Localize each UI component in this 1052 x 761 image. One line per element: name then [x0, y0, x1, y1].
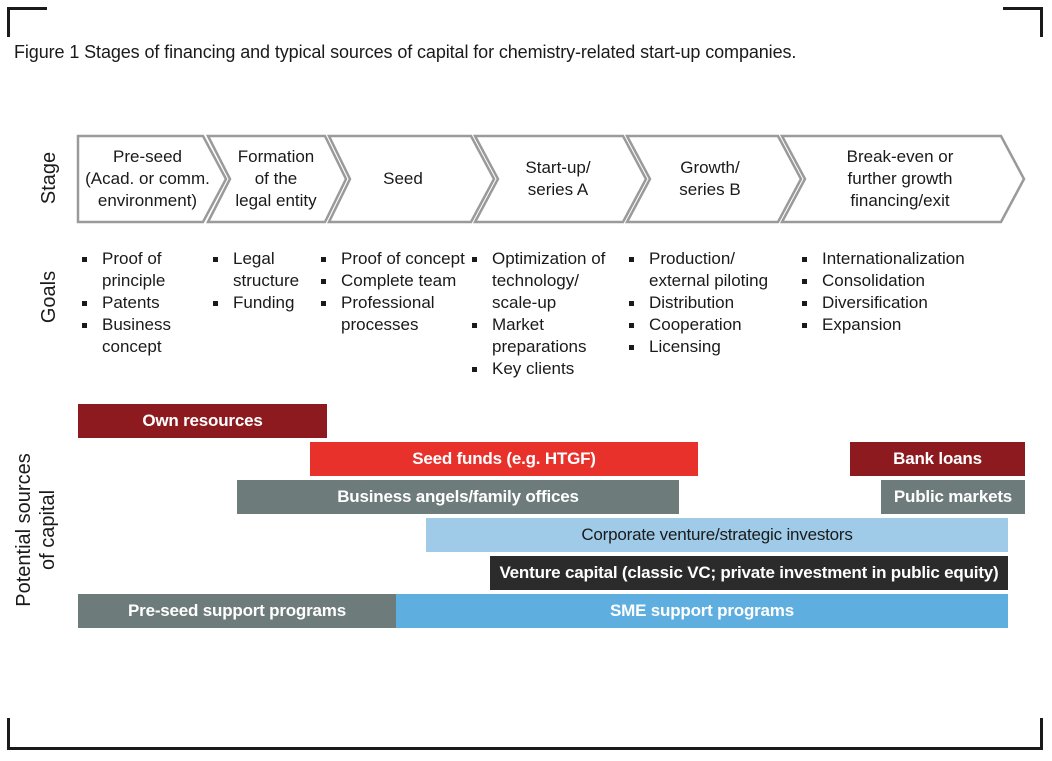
source-bar-seed-funds: Seed funds (e.g. HTGF) — [310, 442, 698, 476]
stage-formation-line3: legal entity — [235, 191, 317, 210]
goals-exit: Internationalization Consolidation Diver… — [798, 248, 998, 336]
chevron-seed — [326, 134, 496, 224]
goal-item: Key clients — [468, 358, 628, 380]
chevron-series-a — [472, 134, 648, 224]
source-bar-sme-support: SME support programs — [396, 594, 1008, 628]
frame-bottom-right — [1040, 718, 1043, 750]
goal-item: Legal structure — [209, 248, 317, 292]
goal-item: Consolidation — [798, 270, 998, 292]
source-bar-public-markets: Public markets — [881, 480, 1025, 514]
stage-formation-line2: of the — [254, 169, 298, 188]
stage-pre-seed-line3: environment) — [97, 191, 198, 210]
frame-top-right-h — [1003, 7, 1043, 10]
goal-item: Diversification — [798, 292, 998, 314]
stage-formation-line1: Formation — [237, 147, 315, 166]
frame-bottom-left — [7, 718, 10, 750]
stage-label-seed: Seed — [350, 140, 456, 218]
goal-item: Production/ external piloting — [625, 248, 795, 292]
goals-pre-seed: Proof of principle Patents Business conc… — [78, 248, 206, 358]
stage-series-b-line1: Growth/ — [680, 158, 740, 177]
frame-top-left — [7, 7, 10, 37]
frame-bottom-h — [7, 747, 1043, 750]
frame-top-left-h — [7, 7, 47, 10]
stage-series-a-line2: series A — [527, 180, 589, 199]
stage-label-formation: Formation of the legal entity — [222, 140, 330, 218]
stage-seed-line1: Seed — [383, 169, 423, 188]
goal-item: Market preparations — [468, 314, 628, 358]
stage-label-series-a: Start-up/ series A — [498, 140, 618, 218]
source-bar-pre-seed-support: Pre-seed support programs — [78, 594, 396, 628]
frame-top-right — [1040, 7, 1043, 37]
goal-item: Proof of principle — [78, 248, 206, 292]
stage-label-series-b: Growth/ series B — [650, 140, 770, 218]
stage-label-pre-seed: Pre-seed (Acad. or comm. environment) — [80, 140, 215, 218]
goal-item: Licensing — [625, 336, 795, 358]
source-bar-bank-loans: Bank loans — [850, 442, 1025, 476]
goal-item: Optimization of technology/ scale-up — [468, 248, 628, 314]
goal-item: Distribution — [625, 292, 795, 314]
goal-item: Patents — [78, 292, 206, 314]
stage-label-exit: Break-even or further growth financing/e… — [810, 140, 990, 218]
goal-item: Cooperation — [625, 314, 795, 336]
source-bar-business-angels: Business angels/family offices — [237, 480, 679, 514]
figure-caption: Figure 1 Stages of financing and typical… — [14, 42, 797, 62]
goals-formation: Legal structure Funding — [209, 248, 317, 314]
stage-exit-line3: financing/exit — [850, 191, 950, 210]
goal-item: Business concept — [78, 314, 206, 358]
goal-item: Professional processes — [317, 292, 473, 336]
source-bar-venture-capital: Venture capital (classic VC; private inv… — [490, 556, 1008, 590]
stage-series-b-line2: series B — [679, 180, 741, 199]
goals-series-a: Optimization of technology/ scale-up Mar… — [468, 248, 628, 380]
stage-pre-seed-line2: (Acad. or comm. — [85, 169, 210, 188]
stage-pre-seed-line1: Pre-seed — [113, 147, 182, 166]
chevron-pre-seed — [76, 134, 228, 224]
stage-exit-line1: Break-even or — [846, 147, 954, 166]
stage-exit-line2: further growth — [847, 169, 953, 188]
goal-item: Internationalization — [798, 248, 998, 270]
goal-item: Expansion — [798, 314, 998, 336]
goal-item: Funding — [209, 292, 317, 314]
stage-series-a-line1: Start-up/ — [525, 158, 591, 177]
source-bar-corporate-venture: Corporate venture/strategic investors — [426, 518, 1008, 552]
chevron-series-b — [624, 134, 803, 224]
chevron-formation — [205, 134, 348, 224]
goal-item: Proof of concept — [317, 248, 473, 270]
chevron-exit — [779, 134, 1026, 224]
goals-series-b: Production/ external piloting Distributi… — [625, 248, 795, 358]
goal-item: Complete team — [317, 270, 473, 292]
goals-seed: Proof of concept Complete team Professio… — [317, 248, 473, 336]
source-bar-own-resources: Own resources — [78, 404, 327, 438]
